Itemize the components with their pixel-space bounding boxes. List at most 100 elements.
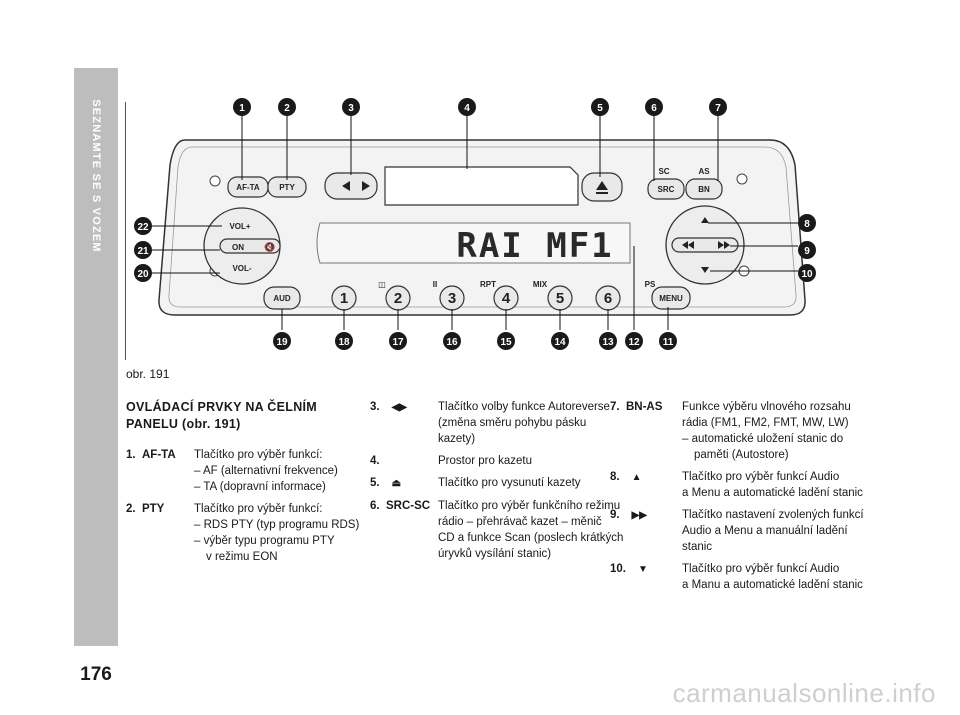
callout-marker: [233, 98, 251, 116]
svg-text:3: 3: [448, 290, 456, 307]
callout-marker: [443, 332, 461, 350]
entry-10: 10.▼ Tlačítko pro výběr funkcí Audio a M…: [610, 563, 863, 591]
callout-marker: [591, 98, 609, 116]
cassette-slot: [384, 166, 579, 206]
radio-panel-figure: .lbl { font-family: "Liberation Sans", s…: [134, 98, 816, 350]
callout-marker: [342, 98, 360, 116]
svg-text:17: 17: [392, 337, 404, 348]
screw-icon: [209, 175, 221, 187]
entry-2: 2. PTY Tlačítko pro výběr funkcí: – RDS …: [126, 503, 360, 563]
entry-9: 9.▶▶ Tlačítko nastavení zvolených funkcí…: [610, 509, 864, 553]
on-button: [219, 238, 281, 254]
callout-marker: [551, 332, 569, 350]
svg-text:1: 1: [340, 290, 348, 307]
svg-text:18: 18: [338, 337, 350, 348]
callout-marker: [798, 264, 816, 282]
page-number: 176: [80, 664, 112, 685]
callout-marker: [645, 98, 663, 116]
callout-marker: [798, 214, 816, 232]
callout-marker: [659, 332, 677, 350]
eject-icon: ⏏: [391, 478, 402, 489]
svg-text:ON: ON: [232, 243, 244, 252]
svg-text:10: 10: [801, 269, 813, 280]
callout-marker: [278, 98, 296, 116]
svg-text:9: 9: [804, 246, 810, 257]
mute-icon: 🔇: [264, 241, 275, 253]
callout-marker: [134, 217, 152, 235]
figure-rule: [125, 102, 126, 360]
svg-text:15: 15: [500, 337, 512, 348]
screw-icon: [736, 173, 748, 185]
arrow-left-icon: [342, 181, 350, 191]
entry-3: 3.◀▶ Tlačítko volby funkce Autoreverse (…: [370, 401, 610, 445]
down-arrow-icon: [701, 267, 709, 273]
fast-forward-icon: ▶▶: [631, 510, 647, 521]
svg-text:2: 2: [394, 290, 402, 307]
arrow-right-icon: [362, 181, 370, 191]
eject-icon: [596, 181, 608, 194]
display-text: RAI MF1: [456, 226, 613, 266]
callout-marker: [497, 332, 515, 350]
svg-text:7: 7: [715, 103, 721, 114]
callout-marker: [709, 98, 727, 116]
callout-marker: [273, 332, 291, 350]
entry-5: 5.⏏ Tlačítko pro vysunutí kazety: [370, 475, 595, 492]
svg-text:AUD: AUD: [273, 294, 291, 303]
display-window: [316, 222, 631, 264]
svg-text:MENU: MENU: [659, 294, 683, 303]
svg-text:AS: AS: [698, 167, 710, 176]
svg-text:5: 5: [597, 103, 603, 114]
svg-text:8: 8: [804, 219, 810, 230]
svg-text:SRC: SRC: [658, 185, 675, 194]
callout-marker: [389, 332, 407, 350]
svg-text:PTY: PTY: [279, 183, 295, 192]
entry-6: 6. SRC-SC Tlačítko pro výběr funkčního r…: [370, 500, 624, 560]
svg-text:11: 11: [663, 337, 674, 348]
callout-marker: [599, 332, 617, 350]
sidebar: SEZNAMTE SE S VOZEM 176: [74, 68, 118, 685]
svg-text:MIX: MIX: [533, 280, 548, 289]
callout-marker: [134, 264, 152, 282]
svg-text:12: 12: [628, 337, 640, 348]
svg-text:21: 21: [137, 246, 149, 257]
svg-text:20: 20: [137, 269, 149, 280]
svg-text:VOL+: VOL+: [229, 222, 250, 231]
text-column-3: 7. BN-AS Funkce výběru vlnového rozsahu …: [610, 399, 864, 599]
svg-text:2: 2: [284, 103, 290, 114]
sidebar-title: SEZNAMTE SE S VOZEM: [90, 99, 102, 253]
callout-markers: 1 2 3 4 5 6 7 8 9 10 11 12 13 14 15 16 1…: [134, 98, 816, 350]
callout-marker: [458, 98, 476, 116]
svg-text:16: 16: [446, 337, 458, 348]
svg-text:AF-TA: AF-TA: [236, 183, 260, 192]
watermark: carmanualsonline.info: [672, 678, 936, 708]
forward-icon: [718, 241, 730, 249]
svg-text:6: 6: [651, 103, 657, 114]
triangle-up-icon: ▲: [631, 472, 642, 483]
svg-text:3: 3: [348, 103, 354, 114]
src-button: [647, 178, 685, 200]
text-column-1: OVLÁDACÍ PRVKY NA ČELNÍM PANELU (obr. 19…: [126, 399, 360, 571]
section-heading: OVLÁDACÍ PRVKY NA ČELNÍM PANELU (obr. 19…: [126, 400, 318, 431]
callout-marker: [798, 241, 816, 259]
callout-marker: [134, 241, 152, 259]
svg-text:14: 14: [554, 337, 566, 348]
menu-button: [651, 286, 691, 310]
svg-text:13: 13: [602, 337, 614, 348]
svg-text:6: 6: [604, 290, 612, 307]
callout-marker: [625, 332, 643, 350]
svg-text:22: 22: [137, 222, 149, 233]
up-arrow-icon: [701, 217, 709, 223]
svg-text:BN: BN: [698, 185, 710, 194]
svg-text:4: 4: [502, 290, 511, 307]
figure-caption: obr. 191: [126, 367, 170, 381]
callout-marker: [335, 332, 353, 350]
entry-8: 8.▲ Tlačítko pro výběr funkcí Audio a Me…: [610, 471, 863, 499]
preset-buttons: 1 2 3 4 5 6: [331, 285, 621, 311]
svg-text:PS: PS: [645, 280, 656, 289]
svg-text:II: II: [433, 280, 437, 289]
seek-bar: [671, 237, 739, 253]
svg-text:5: 5: [556, 290, 564, 307]
svg-text:VOL-: VOL-: [232, 264, 251, 273]
entry-1: 1. AF-TA Tlačítko pro výběr funkcí: – AF…: [126, 449, 338, 493]
text-column-2: 3.◀▶ Tlačítko volby funkce Autoreverse (…: [370, 399, 624, 568]
